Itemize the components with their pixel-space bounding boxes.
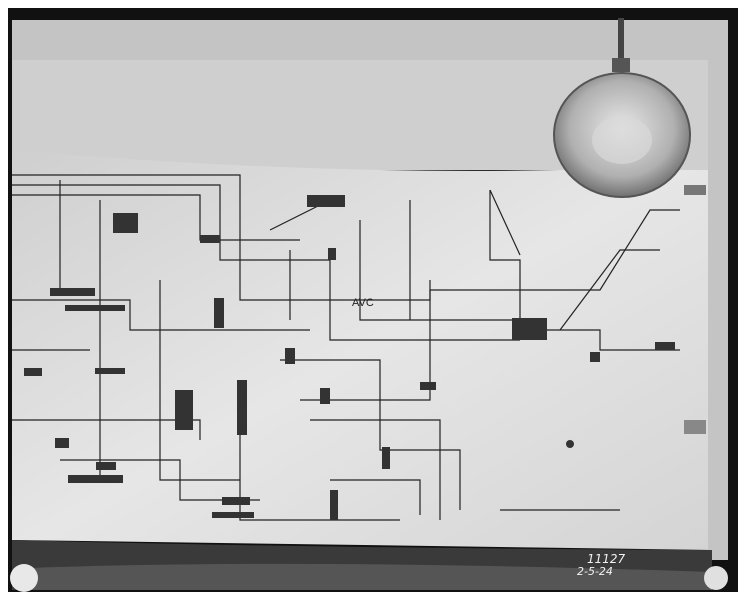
avc-label: AVC [352, 297, 374, 309]
corner-mark [10, 564, 38, 592]
schematic-wiring [12, 174, 680, 521]
wall-fixture [684, 420, 706, 434]
photo-date: 2-5-24 [577, 565, 613, 578]
negative-number: 11127 [587, 552, 626, 566]
schematic-board [12, 150, 712, 550]
schematic-components [24, 195, 675, 520]
ceiling-lamp [553, 18, 691, 198]
